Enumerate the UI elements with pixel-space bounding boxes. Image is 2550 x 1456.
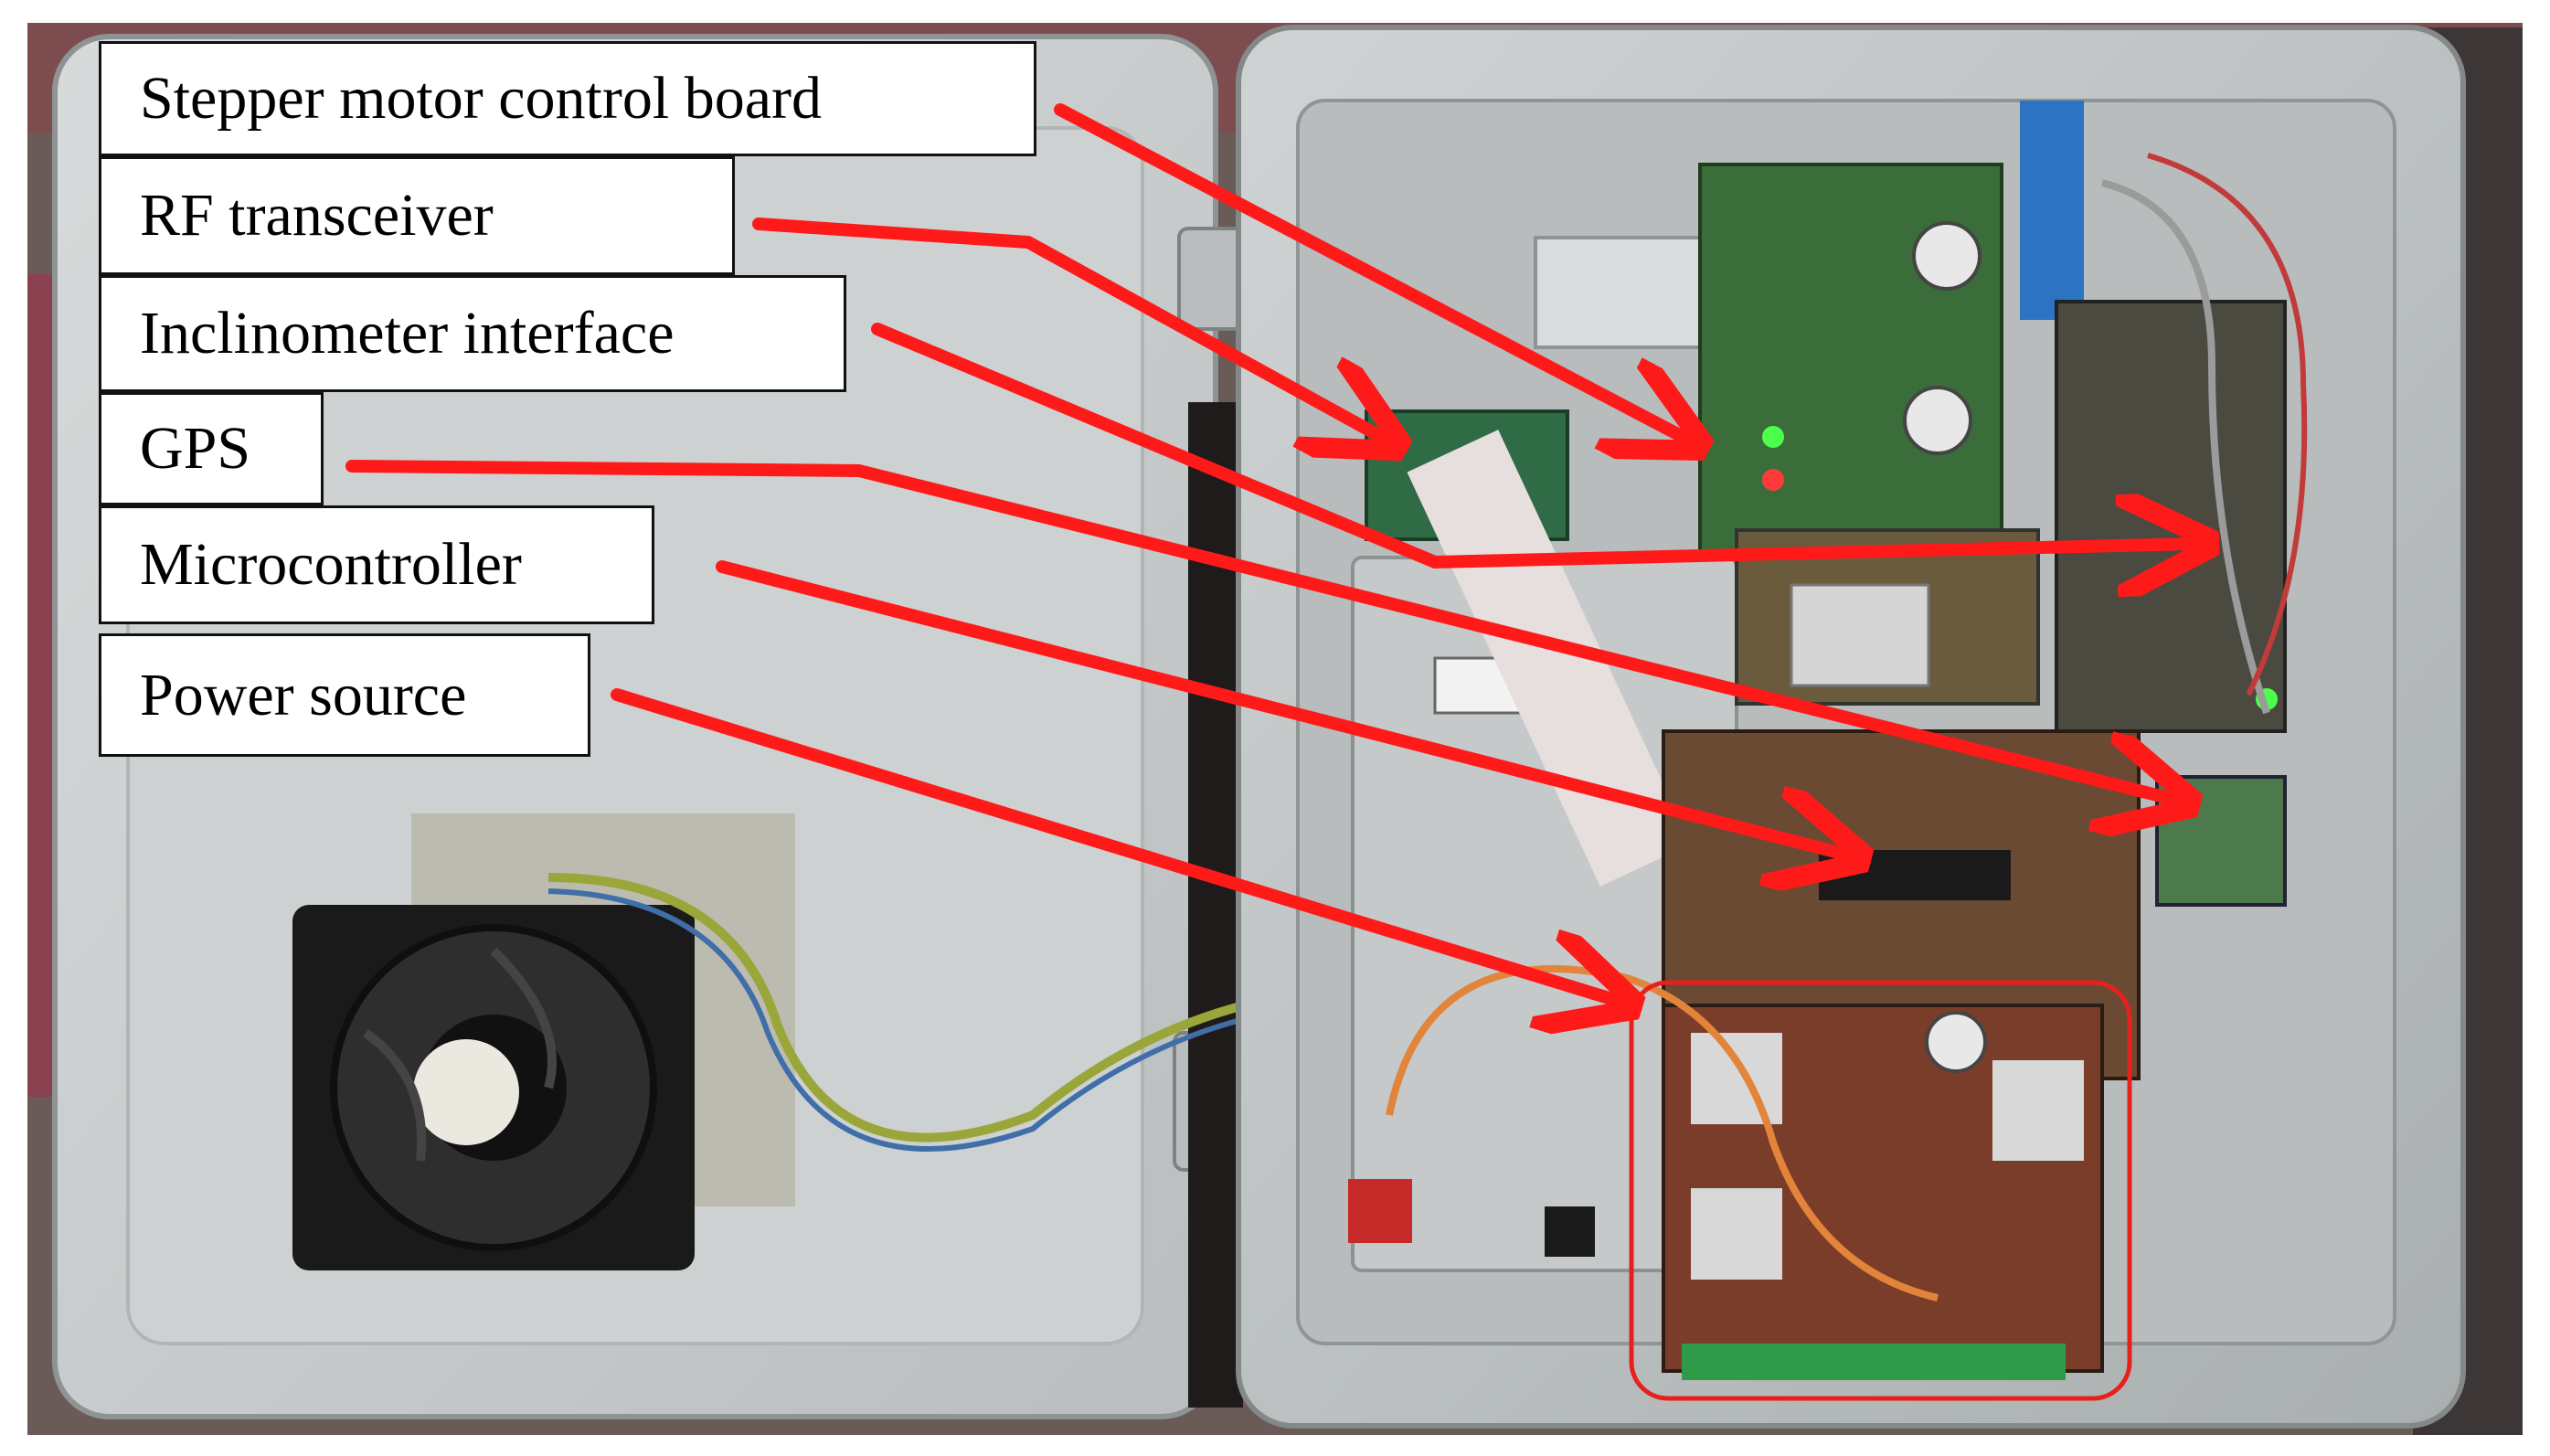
- led-green: [1762, 426, 1784, 448]
- battery-terminal-red: [1348, 1179, 1412, 1243]
- blue-connector: [2020, 101, 2084, 320]
- arrow-power: [611, 688, 1618, 1001]
- label-microcontroller: Microcontroller: [99, 505, 654, 624]
- power-board-heatsink-2: [1691, 1188, 1782, 1280]
- arrow-gps: [345, 460, 2175, 800]
- led-red: [1762, 469, 1784, 491]
- label-gps: GPS: [99, 392, 324, 505]
- label-rf-transceiver: RF transceiver: [99, 156, 735, 275]
- arrow-rf: [752, 218, 1385, 439]
- mounting-bracket: [1534, 236, 1711, 349]
- capacitor-1: [1912, 221, 1982, 291]
- battery-terminal-black: [1545, 1206, 1595, 1257]
- wiring-gray: [2101, 179, 2270, 715]
- heatsink: [1790, 583, 1930, 687]
- wiring-orange: [1386, 965, 1939, 1302]
- arrow-inclinometer: [871, 323, 2194, 562]
- capacitor-2: [1903, 386, 1972, 455]
- label-power-source: Power source: [99, 633, 590, 757]
- annotation-arrows: [345, 103, 2194, 1001]
- wiring-red: [2147, 153, 2308, 696]
- arrow-micro: [716, 560, 1846, 855]
- label-stepper-motor-control-board: Stepper motor control board: [99, 41, 1036, 156]
- power-source-highlight: [1629, 980, 2132, 1401]
- terminal-strip: [1682, 1344, 2066, 1380]
- arrow-stepper: [1054, 103, 1686, 439]
- cooling-fan: [292, 905, 695, 1270]
- ribbon-cable: [1407, 430, 1692, 887]
- label-inclinometer-interface: Inclinometer interface: [99, 275, 846, 392]
- power-board-capacitor: [1925, 1011, 1987, 1073]
- power-board-heatsink-1: [1691, 1033, 1782, 1124]
- power-board-heatsink-3: [1992, 1060, 2084, 1161]
